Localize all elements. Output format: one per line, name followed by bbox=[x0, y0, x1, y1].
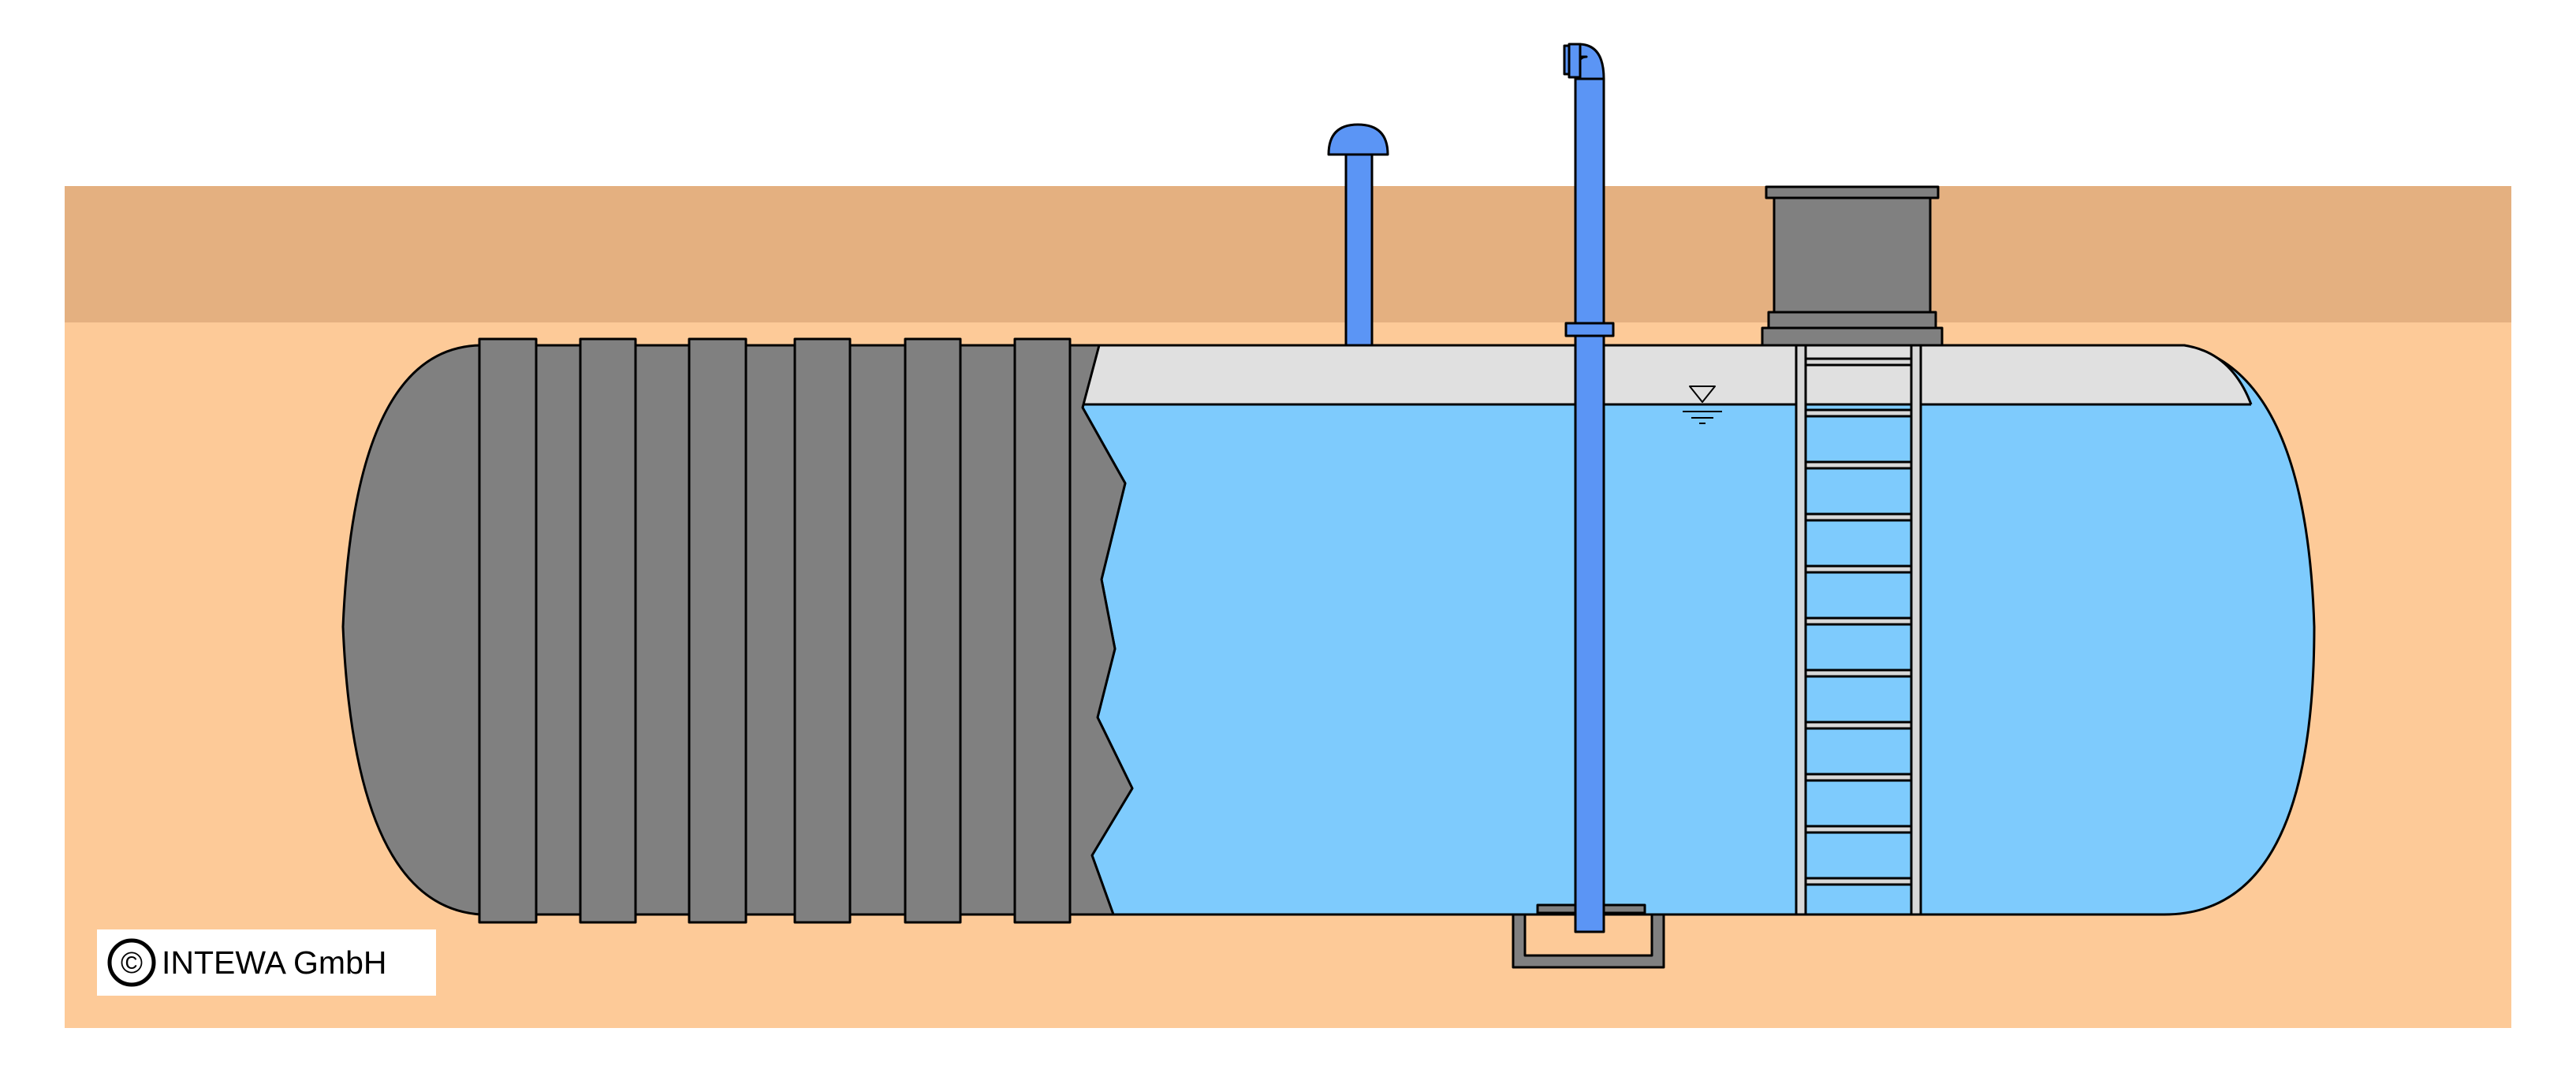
ladder-rung bbox=[1804, 357, 1913, 367]
tank-water-body bbox=[1081, 344, 2316, 916]
ladder-rung bbox=[1804, 512, 1913, 522]
manhole-base bbox=[1761, 326, 1944, 347]
tank-rib bbox=[579, 337, 637, 924]
manhole-collar bbox=[1767, 311, 1937, 330]
copyright-icon: © bbox=[107, 938, 156, 987]
ladder-rung bbox=[1804, 877, 1913, 886]
manhole-cover bbox=[1765, 185, 1940, 199]
tank-top-edge bbox=[1099, 344, 2253, 405]
copyright-text: INTEWA GmbH bbox=[162, 944, 387, 981]
suction-pipe bbox=[1574, 77, 1605, 933]
topsoil-layer bbox=[65, 186, 2511, 322]
tank-air-gap bbox=[1084, 345, 2251, 404]
tank-rib bbox=[1013, 337, 1072, 924]
copyright-notice: © INTEWA GmbH bbox=[97, 929, 436, 996]
water-level-icon bbox=[1683, 386, 1722, 424]
tank-rib bbox=[793, 337, 852, 924]
ladder-rung bbox=[1804, 721, 1913, 730]
tank-sump bbox=[1512, 913, 1665, 969]
access-ladder bbox=[1795, 344, 1922, 916]
vent-pipe bbox=[1344, 153, 1374, 347]
copyright-symbol-text: © bbox=[121, 947, 143, 980]
tank-rib bbox=[688, 337, 747, 924]
tank-rib bbox=[478, 337, 538, 924]
suction-pipe-flange bbox=[1568, 43, 1582, 79]
ladder-rail-right bbox=[1910, 344, 1922, 916]
ladder-rail-left bbox=[1795, 344, 1807, 916]
ladder-rung bbox=[1804, 669, 1913, 678]
vent-cap-icon bbox=[1327, 123, 1389, 156]
pipe-coupling bbox=[1564, 322, 1615, 337]
tank-rib bbox=[904, 337, 962, 924]
ladder-rung bbox=[1804, 460, 1913, 470]
ladder-rung bbox=[1804, 408, 1913, 418]
ladder-rung bbox=[1804, 564, 1913, 574]
ladder-rung bbox=[1804, 825, 1913, 834]
ladder-rung bbox=[1804, 616, 1913, 626]
manhole-shaft bbox=[1773, 194, 1932, 314]
tank-ribs bbox=[478, 337, 1072, 924]
ladder-rung bbox=[1804, 773, 1913, 782]
